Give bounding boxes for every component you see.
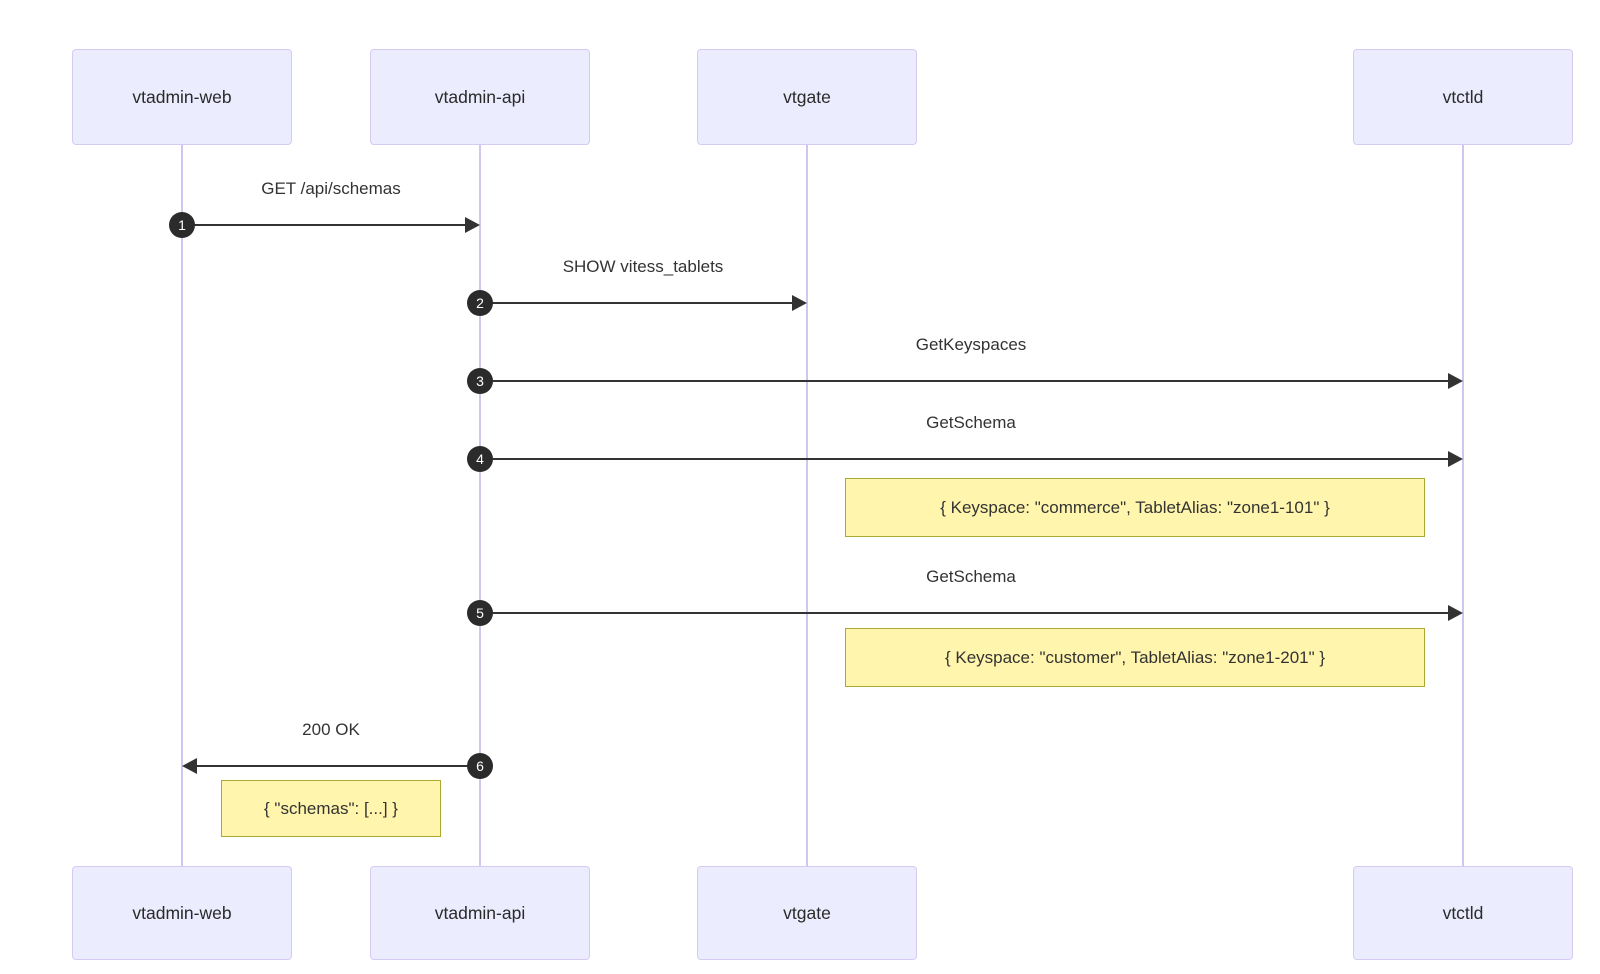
message-1-label: GET /api/schemas	[261, 179, 401, 198]
participant-top-vtgate: vtgate	[697, 49, 917, 145]
message-3-number-badge: 3	[467, 368, 493, 394]
participant-label: vtadmin-web	[132, 86, 232, 107]
participant-bottom-vtadmin-web: vtadmin-web	[72, 866, 292, 960]
message-3-line	[480, 380, 1451, 382]
participant-top-vtadmin-web: vtadmin-web	[72, 49, 292, 145]
participant-label: vtctld	[1442, 86, 1484, 107]
message-5-number-badge: 5	[467, 600, 493, 626]
note-commerce: { Keyspace: "commerce", TabletAlias: "zo…	[845, 478, 1425, 537]
message-1-line	[182, 224, 468, 226]
lifeline-vtadmin-web	[181, 145, 183, 866]
message-6-number-badge: 6	[467, 753, 493, 779]
message-2-line	[480, 302, 795, 304]
lifeline-vtadmin-api	[479, 145, 481, 866]
message-2-number-badge: 2	[467, 290, 493, 316]
note-customer: { Keyspace: "customer", TabletAlias: "zo…	[845, 628, 1425, 687]
participant-label: vtadmin-api	[434, 902, 526, 923]
message-4-number-badge: 4	[467, 446, 493, 472]
message-6-line	[194, 765, 480, 767]
participant-top-vtctld: vtctld	[1353, 49, 1573, 145]
lifeline-vtgate	[806, 145, 808, 866]
participant-top-vtadmin-api: vtadmin-api	[370, 49, 590, 145]
message-4-label: GetSchema	[926, 413, 1016, 432]
participant-label: vtadmin-api	[434, 86, 526, 107]
participant-bottom-vtadmin-api: vtadmin-api	[370, 866, 590, 960]
participant-label: vtctld	[1442, 902, 1484, 923]
message-1-number-badge: 1	[169, 212, 195, 238]
arrowhead-right-icon	[1448, 605, 1463, 621]
arrowhead-left-icon	[182, 758, 197, 774]
participant-bottom-vtgate: vtgate	[697, 866, 917, 960]
arrowhead-right-icon	[465, 217, 480, 233]
arrowhead-right-icon	[1448, 451, 1463, 467]
participant-label: vtadmin-web	[132, 902, 232, 923]
message-4-line	[480, 458, 1451, 460]
message-5-line	[480, 612, 1451, 614]
participant-label: vtgate	[783, 902, 831, 923]
message-5-label: GetSchema	[926, 567, 1016, 586]
note-schemas: { "schemas": [...] }	[221, 780, 441, 837]
message-3-label: GetKeyspaces	[915, 335, 1027, 354]
participant-label: vtgate	[783, 86, 831, 107]
arrowhead-right-icon	[1448, 373, 1463, 389]
participant-bottom-vtctld: vtctld	[1353, 866, 1573, 960]
lifeline-vtctld	[1462, 145, 1464, 866]
message-2-label: SHOW vitess_tablets	[562, 257, 724, 276]
message-6-label: 200 OK	[302, 720, 360, 739]
arrowhead-right-icon	[792, 295, 807, 311]
